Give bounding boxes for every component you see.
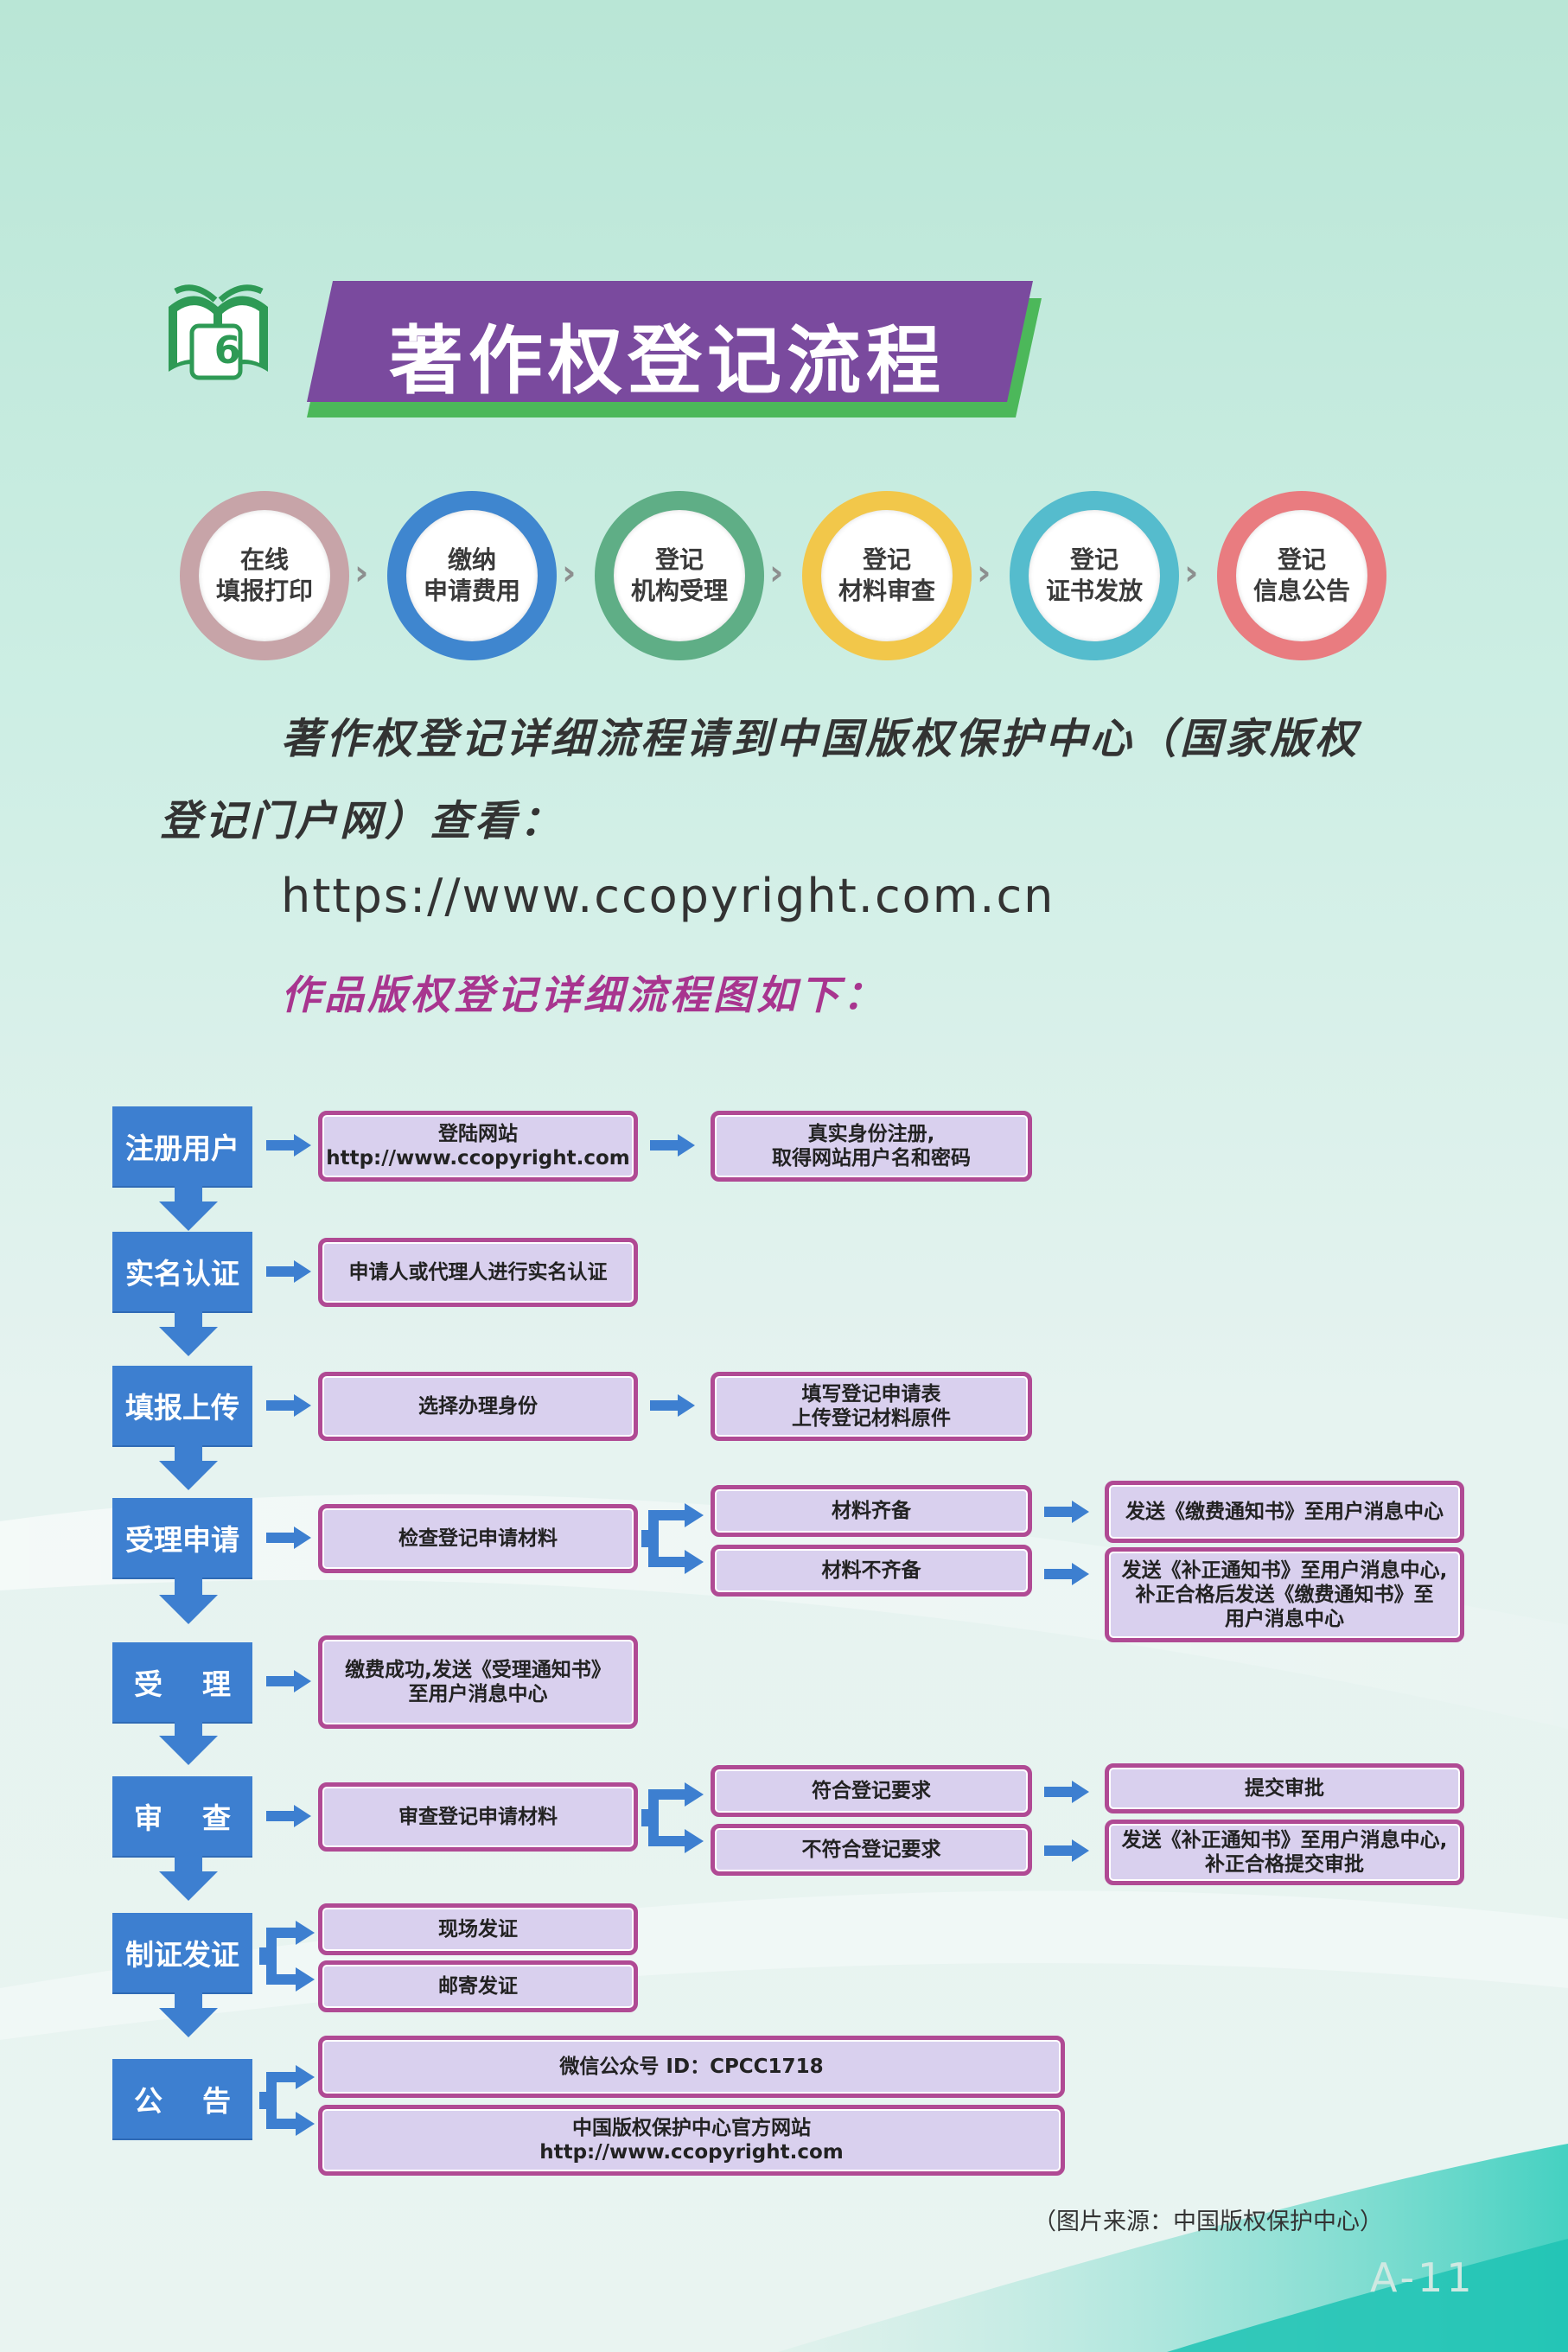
box-acceptance-notice: 缴费成功,发送《受理通知书》 至用户消息中心 — [318, 1635, 638, 1729]
stage-issue: 制证发证 — [112, 1913, 252, 1992]
box-correction-submit: 发送《补正通知书》至用户消息中心, 补正合格提交审批 — [1105, 1820, 1464, 1885]
box-review-materials: 审查登记申请材料 — [318, 1782, 638, 1852]
box-fee-notice: 发送《缴费通知书》至用户消息中心 — [1105, 1481, 1464, 1543]
branch-arrow-icon — [641, 1782, 704, 1853]
right-arrow-icon — [266, 1527, 311, 1549]
box-materials-complete: 材料齐备 — [711, 1485, 1032, 1537]
right-arrow-icon — [266, 1134, 311, 1157]
box-real-name-verify: 申请人或代理人进行实名认证 — [318, 1238, 638, 1307]
right-arrow-icon — [650, 1394, 695, 1417]
box-fill-upload: 填写登记申请表 上传登记材料原件 — [711, 1372, 1032, 1441]
box-mail-issue: 邮寄发证 — [318, 1960, 638, 2012]
image-source-caption: （图片来源：中国版权保护中心） — [1033, 2209, 1383, 2235]
down-arrow-icon — [159, 1438, 218, 1490]
branch-arrow-icon — [259, 1921, 315, 1992]
box-materials-incomplete: 材料不齐备 — [711, 1545, 1032, 1597]
down-arrow-icon — [159, 1849, 218, 1901]
box-fails-requirements: 不符合登记要求 — [711, 1824, 1032, 1876]
step-accept: 登记 机构受理 — [595, 491, 764, 660]
right-arrow-icon — [266, 1670, 311, 1692]
box-official-website: 中国版权保护中心官方网站 http://www.ccopyright.com — [318, 2105, 1065, 2176]
right-arrow-icon — [266, 1805, 311, 1827]
chevron-right-icon: › — [1184, 553, 1199, 593]
stage-upload: 填报上传 — [112, 1366, 252, 1445]
branch-arrow-icon — [259, 2065, 315, 2136]
step-label: 登记 机构受理 — [614, 510, 745, 641]
intro-line-1: 著作权登记详细流程请到中国版权保护中心（国家版权 — [281, 715, 1361, 763]
box-submit-approval: 提交审批 — [1105, 1763, 1464, 1813]
right-arrow-icon — [1044, 1501, 1089, 1523]
branch-arrow-icon — [641, 1503, 704, 1574]
chevron-right-icon: › — [354, 553, 369, 593]
step-pay-fee: 缴纳 申请费用 — [387, 491, 557, 660]
step-certificate: 登记 证书发放 — [1010, 491, 1179, 660]
box-real-name-register: 真实身份注册, 取得网站用户名和密码 — [711, 1111, 1032, 1182]
box-select-identity: 选择办理身份 — [318, 1372, 638, 1441]
box-meets-requirements: 符合登记要求 — [711, 1765, 1032, 1817]
intro-line-2: 登记门户网）查看： — [160, 797, 565, 845]
right-arrow-icon — [266, 1394, 311, 1417]
down-arrow-icon — [159, 1304, 218, 1356]
right-arrow-icon — [266, 1260, 311, 1283]
right-arrow-icon — [1044, 1563, 1089, 1585]
book-number-icon — [169, 284, 268, 380]
down-arrow-icon — [159, 1179, 218, 1231]
box-wechat-account: 微信公众号 ID：CPCC1718 — [318, 2036, 1065, 2098]
step-label: 在线 填报打印 — [199, 510, 330, 641]
step-announce: 登记 信息公告 — [1217, 491, 1386, 660]
box-login-site: 登陆网站 http://www.ccopyright.com — [318, 1111, 638, 1182]
stage-apply: 受理申请 — [112, 1498, 252, 1578]
box-onsite-issue: 现场发证 — [318, 1903, 638, 1955]
page-title: 著作权登记流程 — [389, 318, 946, 405]
down-arrow-icon — [159, 1713, 218, 1765]
box-correction-fee-notice: 发送《补正通知书》至用户消息中心, 补正合格后发送《缴费通知书》至 用户消息中心 — [1105, 1547, 1464, 1642]
stage-announce: 公 告 — [112, 2059, 252, 2138]
stage-register: 注册用户 — [112, 1106, 252, 1186]
flowchart-heading: 作品版权登记详细流程图如下： — [281, 972, 886, 1018]
right-arrow-icon — [1044, 1839, 1089, 1862]
step-label: 缴纳 申请费用 — [406, 510, 538, 641]
chevron-right-icon: › — [769, 553, 784, 593]
page-number: A-11 — [1370, 2254, 1476, 2301]
step-label: 登记 证书发放 — [1029, 510, 1160, 641]
right-arrow-icon — [1044, 1781, 1089, 1803]
down-arrow-icon — [159, 1985, 218, 2037]
box-check-application: 检查登记申请材料 — [318, 1504, 638, 1573]
down-arrow-icon — [159, 1572, 218, 1624]
portal-url[interactable]: https://www.ccopyright.com.cn — [281, 869, 1055, 923]
badge-number: 6 — [214, 328, 241, 373]
title-banner: 著作权登记流程 — [307, 281, 1050, 419]
right-arrow-icon — [650, 1134, 695, 1157]
chevron-right-icon: › — [977, 553, 991, 593]
step-fill-print: 在线 填报打印 — [180, 491, 349, 660]
step-label: 登记 材料审查 — [821, 510, 953, 641]
step-review: 登记 材料审查 — [802, 491, 972, 660]
stage-verify: 实名认证 — [112, 1232, 252, 1311]
chevron-right-icon: › — [562, 553, 577, 593]
stage-review: 审 查 — [112, 1776, 252, 1856]
stage-accept: 受 理 — [112, 1642, 252, 1722]
step-label: 登记 信息公告 — [1236, 510, 1367, 641]
